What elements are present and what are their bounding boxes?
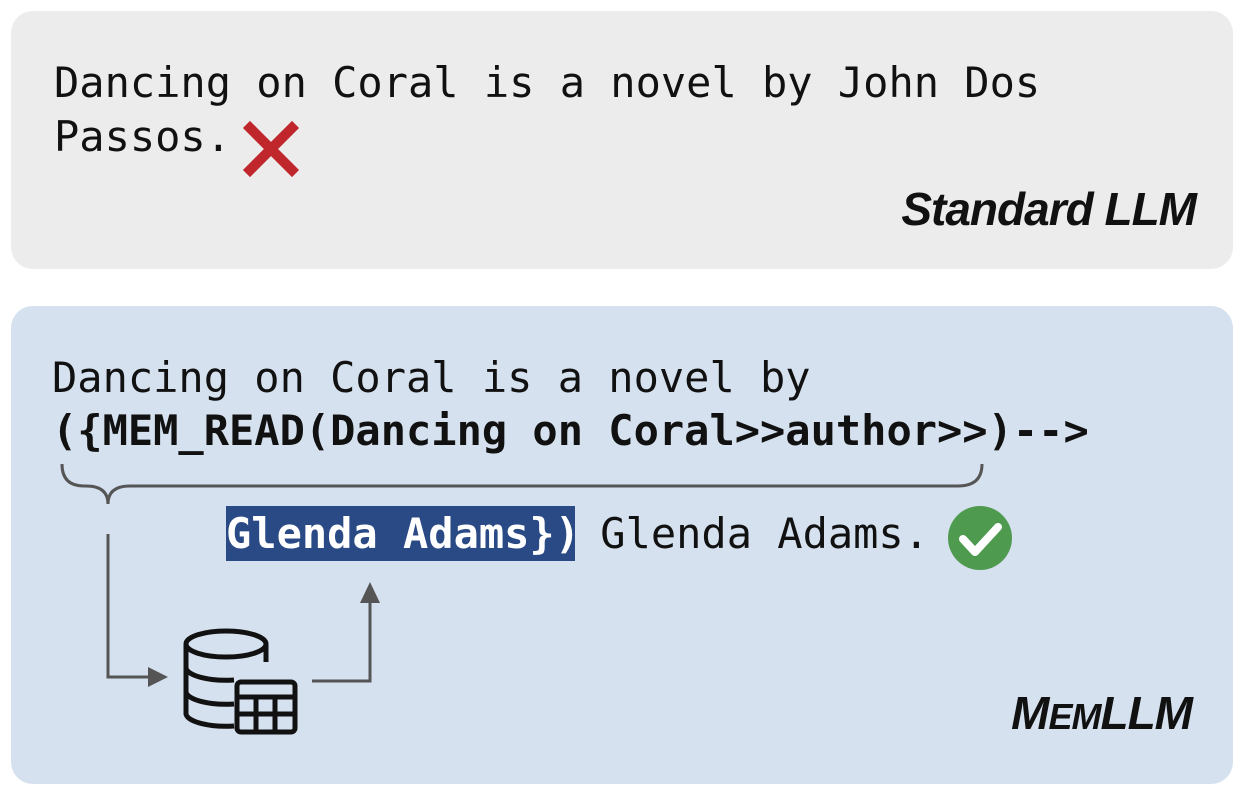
database-table-icon: [183, 628, 298, 735]
memllm-label-cap: M: [1011, 687, 1049, 739]
memllm-label: MEMLLM: [1011, 686, 1193, 740]
memory-result-highlight: [226, 506, 575, 561]
memllm-output-line-1: Dancing on Coral is a novel by: [52, 353, 811, 402]
standard-llm-panel: [11, 11, 1233, 269]
memllm-label-small: EM: [1048, 696, 1101, 737]
memllm-mem-read-call: ({MEM_READ(Dancing on Coral>>author>>)--…: [52, 406, 1089, 455]
brace-bracket: [60, 463, 984, 505]
check-circle-icon: [948, 506, 1012, 570]
memory-result-text: Glenda Adams}): [226, 509, 581, 558]
standard-output-line-1: Dancing on Coral is a novel by John Dos: [54, 58, 1041, 107]
standard-output-line-2: Passos.: [54, 112, 232, 161]
query-arrow: [106, 534, 168, 687]
memllm-label-rest: LLM: [1100, 687, 1193, 739]
standard-llm-label: Standard LLM: [901, 183, 1197, 235]
result-arrow: [312, 582, 380, 683]
cross-icon: [242, 120, 300, 178]
memllm-continuation: Glenda Adams.: [575, 509, 930, 558]
